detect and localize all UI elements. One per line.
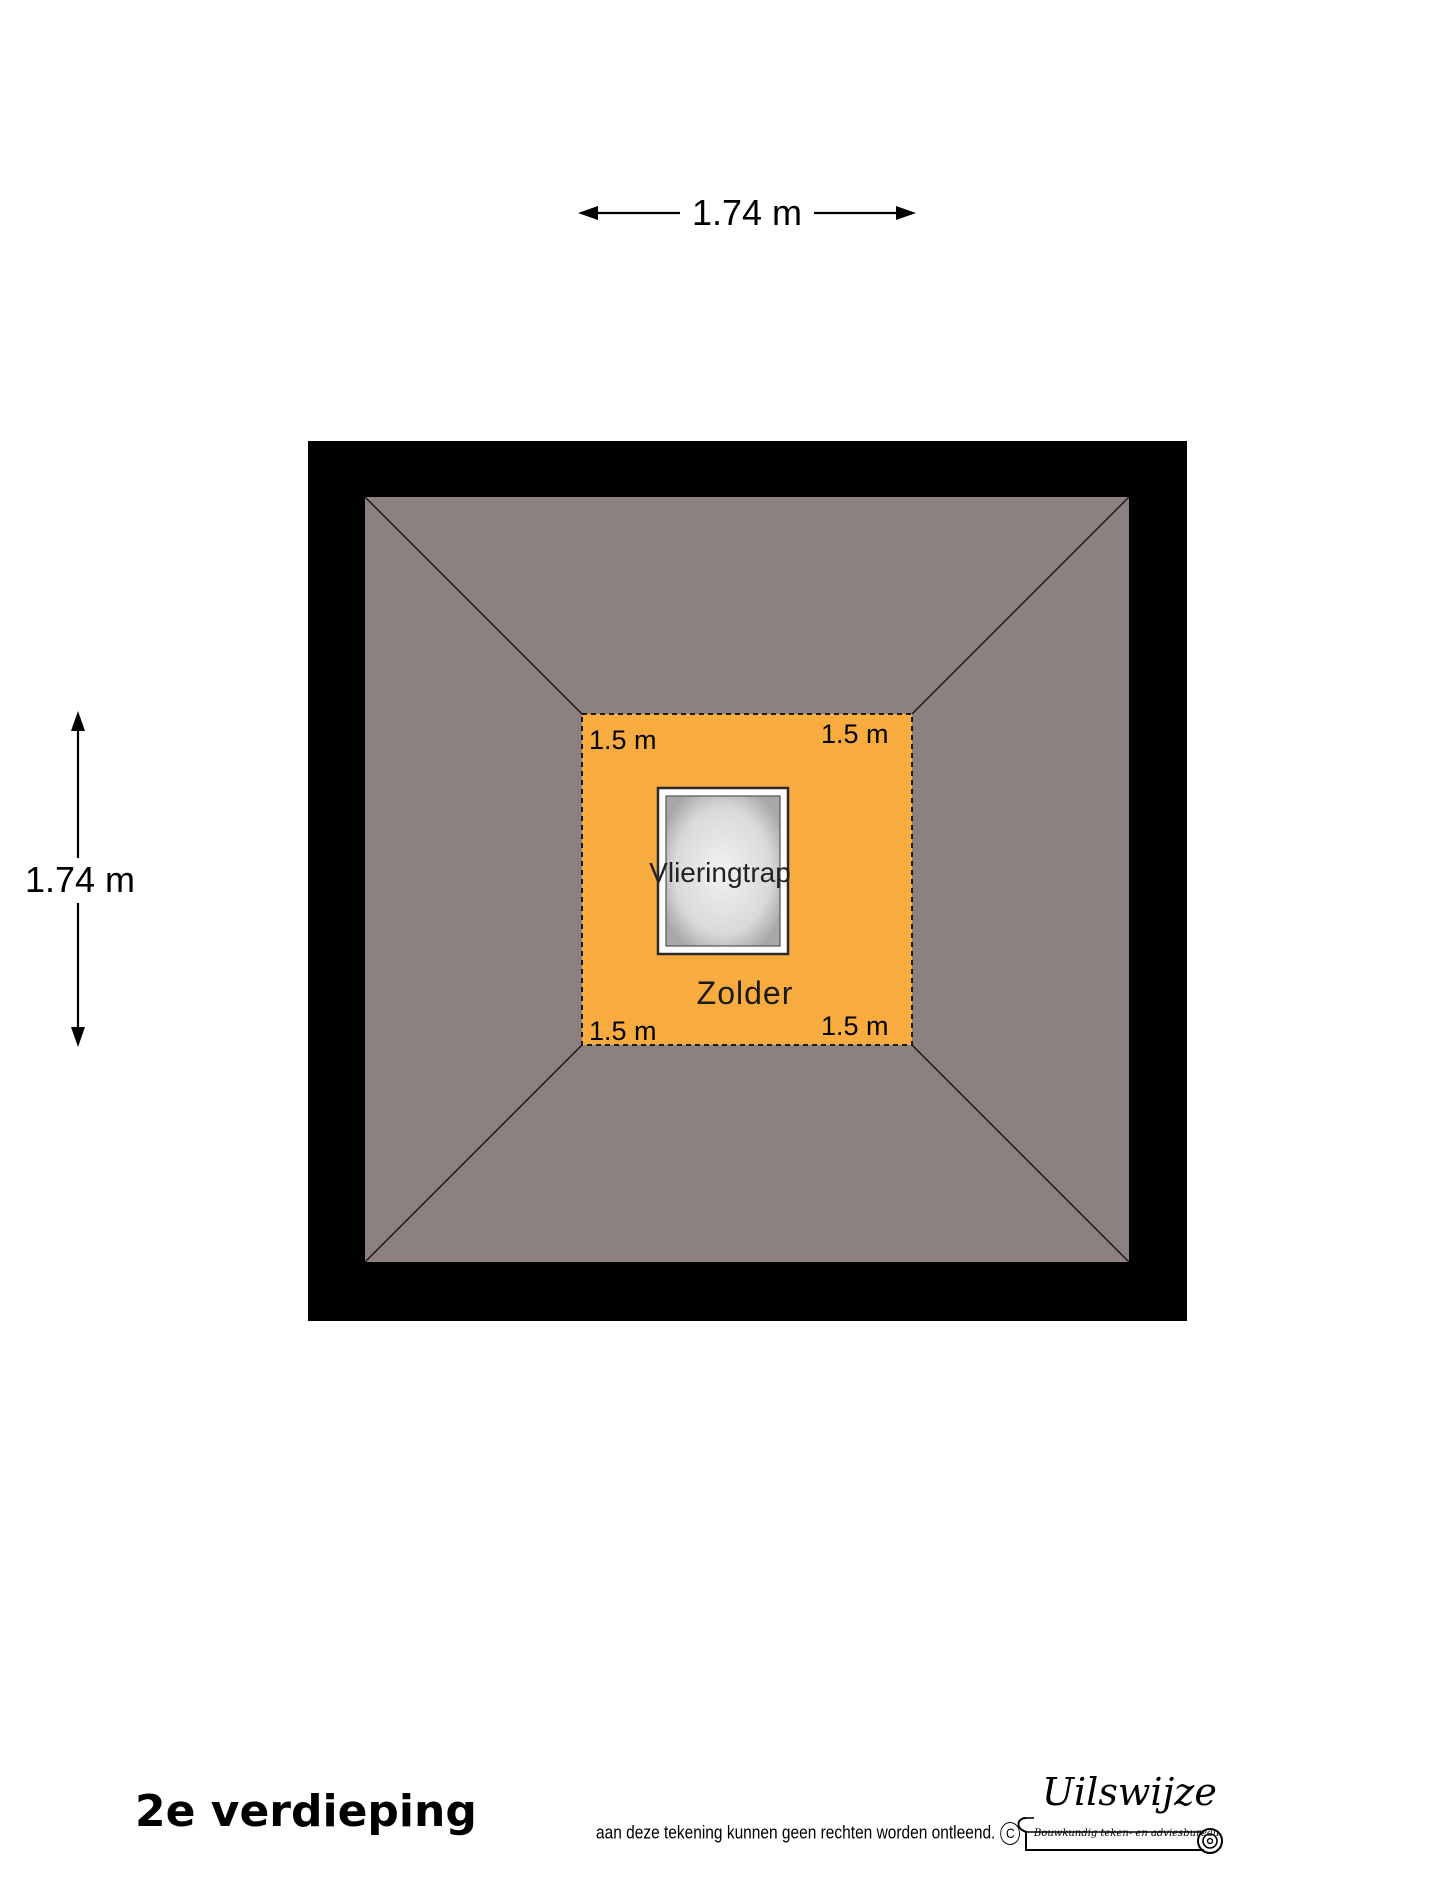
company-logo: Uilswijze Bouwkundig teken- en adviesbur… (1012, 1770, 1227, 1856)
width-dimension-label: 1.74 m (692, 192, 802, 233)
room-name: Zolder (697, 975, 794, 1011)
disclaimer-text: aan deze tekening kunnen geen rechten wo… (596, 1822, 996, 1843)
hip-line-bottom-right (911, 1044, 1130, 1263)
hip-line-top-left (364, 496, 583, 715)
logo-name: Uilswijze (1042, 1770, 1217, 1814)
floor-title: 2e verdieping (135, 1786, 477, 1837)
hip-line-bottom-left (364, 1044, 583, 1263)
scroll-icon (1017, 1817, 1223, 1854)
stair-opening (665, 795, 781, 947)
corner-height-top-right: 1.5 m (821, 719, 889, 749)
disclaimer: aan deze tekening kunnen geen rechten wo… (596, 1822, 1021, 1845)
hip-line-top-right (911, 496, 1130, 715)
copyright-icon: C (1000, 1822, 1021, 1845)
corner-height-bottom-left: 1.5 m (589, 1016, 657, 1046)
arrow-down-icon (71, 1027, 85, 1047)
roof-hip-lines (364, 496, 1130, 1263)
stair-label: Vlieringtrap (649, 857, 791, 888)
arrow-up-icon (71, 711, 85, 731)
corner-height-bottom-right: 1.5 m (821, 1011, 889, 1041)
corner-height-top-left: 1.5 m (589, 725, 657, 755)
logo-tagline: Bouwkundig teken- en adviesbureau (1034, 1828, 1220, 1839)
arrow-left-icon (578, 206, 598, 220)
arrow-right-icon (896, 206, 916, 220)
height-dimension: 1.74 m (25, 711, 135, 1047)
height-dimension-label: 1.74 m (25, 859, 135, 900)
width-dimension: 1.74 m (578, 192, 916, 233)
